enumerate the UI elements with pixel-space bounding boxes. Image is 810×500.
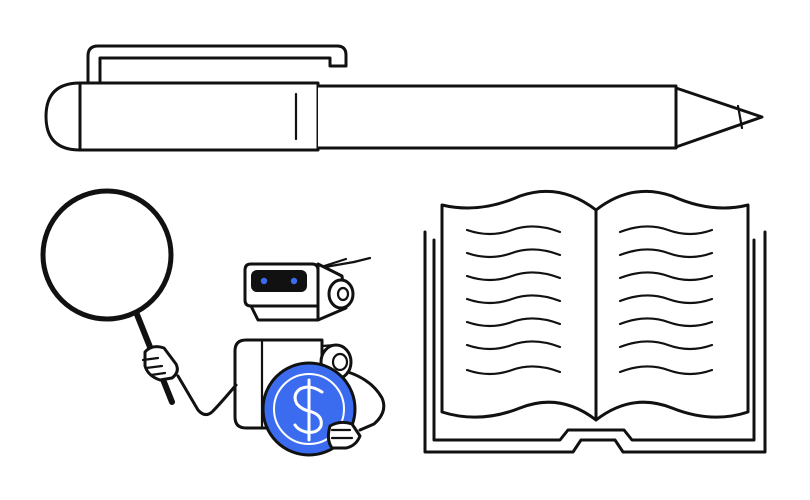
dollar-coin-icon	[261, 361, 362, 457]
book-page-left	[440, 189, 598, 422]
robot-hand-left	[141, 345, 179, 382]
pen-icon	[44, 44, 764, 152]
book-text-lines-right	[618, 225, 714, 376]
book-text-lines-left	[465, 225, 562, 376]
robot-ear	[327, 278, 355, 310]
open-book-icon	[423, 189, 767, 454]
robot-visor	[251, 270, 307, 292]
robot-eye-right	[290, 277, 298, 285]
robot-hand-right	[326, 420, 362, 450]
book-page-right	[594, 189, 750, 422]
robot-eye-left	[260, 277, 268, 285]
